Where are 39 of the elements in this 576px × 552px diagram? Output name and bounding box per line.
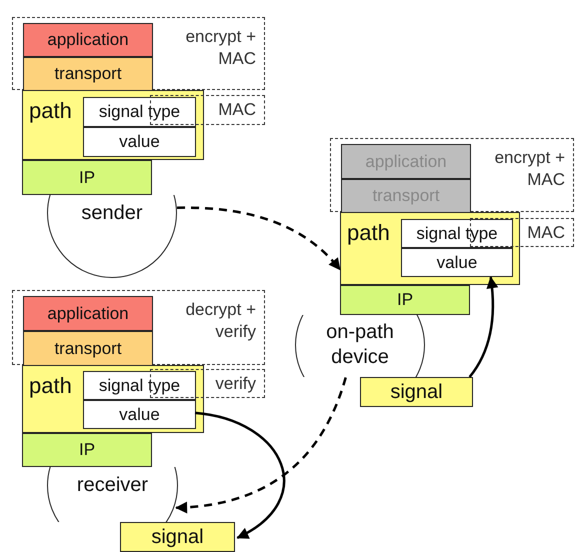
layer-label: path — [347, 220, 390, 246]
layer-box: transport — [23, 57, 153, 91]
field-box: signal type — [83, 371, 196, 400]
layer-box: application — [23, 23, 153, 57]
region-label: verify — [215, 374, 256, 394]
host-circle: on-path device — [295, 315, 425, 377]
layer-box: IP — [340, 285, 470, 315]
layer-box: transport — [23, 331, 153, 366]
dashed-region — [150, 95, 265, 125]
field-box: value — [83, 400, 196, 429]
region-label: encrypt + MAC — [494, 147, 565, 191]
host-circle: receiver — [47, 467, 178, 522]
layer-label: path — [29, 98, 72, 124]
arrow — [177, 206, 341, 270]
field-box: signal type — [401, 219, 513, 248]
field-box: signal type — [83, 97, 196, 127]
field-box: value — [83, 127, 196, 157]
arrow — [175, 377, 347, 514]
layer-box: IP — [22, 160, 152, 195]
layer-box: IP — [22, 433, 152, 467]
dashed-region — [330, 138, 574, 212]
region-label: MAC — [527, 223, 565, 243]
path-layer-box — [22, 365, 204, 433]
dashed-region — [150, 369, 265, 398]
region-label: MAC — [218, 100, 256, 120]
path-layer-box — [340, 212, 520, 285]
layer-label: path — [29, 373, 72, 399]
signal-box: signal — [120, 522, 235, 552]
region-label: decrypt + verify — [184, 299, 256, 343]
path-layer-box — [22, 90, 204, 160]
arrow — [194, 412, 286, 539]
field-box: value — [401, 248, 513, 277]
dashed-region — [12, 290, 265, 365]
region-label: encrypt + MAC — [184, 26, 256, 70]
host-circle: sender — [47, 195, 177, 278]
arrow — [468, 276, 498, 378]
dashed-region — [12, 17, 265, 90]
layer-box: application — [23, 296, 153, 331]
signal-box: signal — [360, 377, 473, 407]
